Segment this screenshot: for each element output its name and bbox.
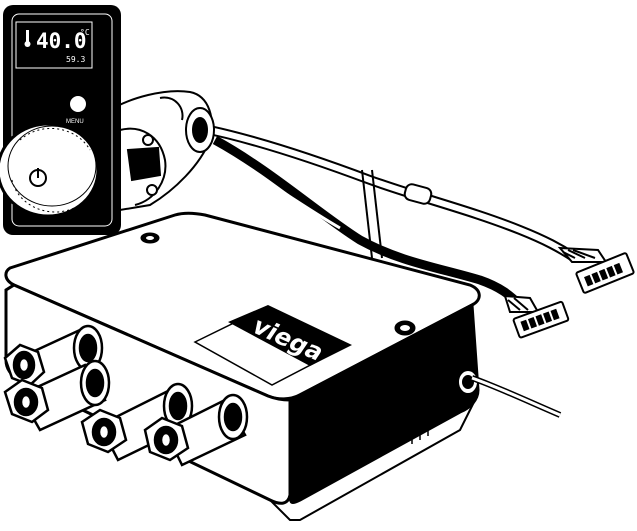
pipe-fitting-left-upper (3, 324, 104, 397)
pipe-fitting-right-lower (143, 393, 249, 467)
cable-group (199, 123, 578, 309)
panel-display: 40.0 °C 59.3 (15, 21, 93, 69)
cable-sleeve (403, 183, 433, 205)
power-icon (29, 168, 47, 187)
menu-button[interactable] (68, 94, 88, 114)
mounting-body (108, 90, 215, 212)
display-unit: °C (80, 28, 90, 37)
cable-break-mark (361, 169, 373, 259)
pipe-fitting-left-lower (3, 359, 111, 432)
display-temperature: 40.0 (36, 29, 87, 53)
ribbon-connector-upper (557, 246, 635, 294)
pipe-fitting-right-upper (80, 382, 194, 462)
display-secondary: 59.3 (66, 55, 85, 64)
menu-label: MENU (66, 119, 84, 125)
cable-gland (457, 369, 562, 418)
ribbon-connector-lower (503, 294, 570, 339)
lower-cable (212, 136, 524, 309)
control-panel: 40.0 °C 59.3 MENU (0, 5, 121, 235)
rotary-knob[interactable] (0, 122, 100, 218)
thermometer-icon (24, 30, 31, 47)
vent-slots (411, 410, 429, 444)
